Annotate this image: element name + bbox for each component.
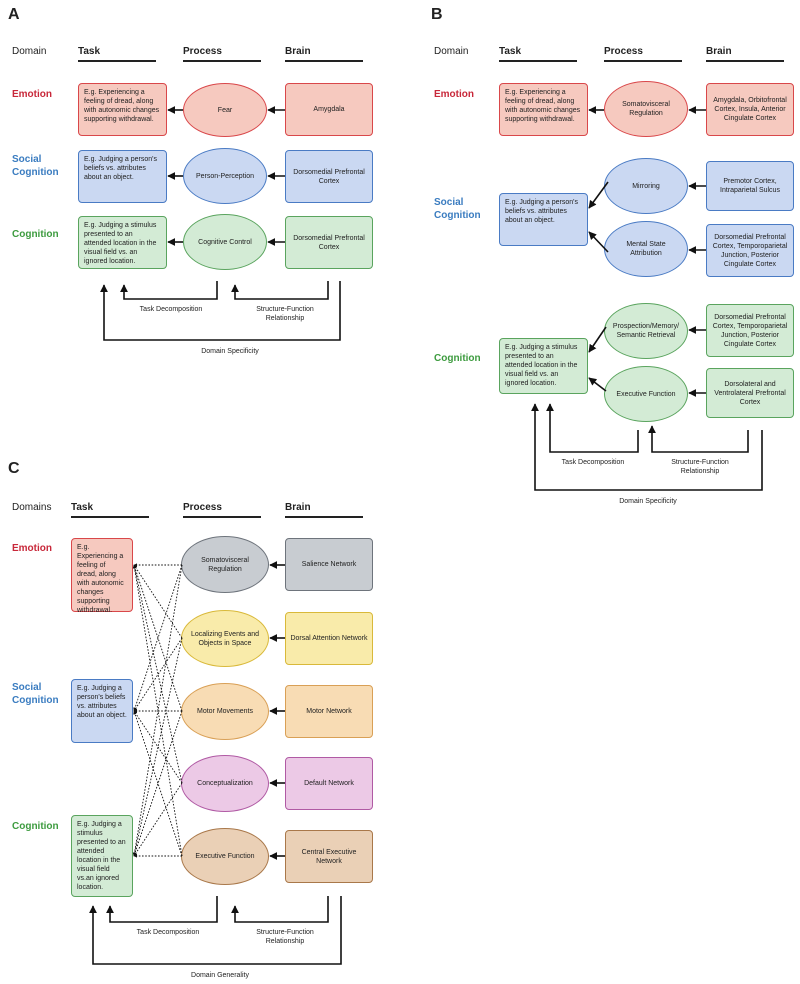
panel-a-brain-rule	[285, 60, 363, 62]
panel-a-brain-amygdala: Amygdala	[285, 83, 373, 136]
panel-c-brain-dorsal-attention: Dorsal Attention Network	[285, 612, 373, 665]
panel-a-domain-emotion: Emotion	[12, 89, 52, 100]
panel-c-header-task: Task	[71, 502, 94, 513]
panel-c-process-somatovisceral: Somatovisceral Regulation	[181, 536, 269, 593]
panel-b-domain-social: Social Cognition	[434, 197, 481, 221]
panel-b-task-social: E.g. Judging a person's beliefs vs. attr…	[499, 193, 588, 246]
panel-c-task-emotion: E.g. Experiencing a feeling of dread, al…	[71, 538, 133, 614]
panel-b-label-task-decomposition: Task Decomposition	[561, 459, 625, 466]
panel-b-brain-executive: Dorsolateral and Ventrolateral Prefronta…	[706, 368, 794, 418]
panel-a-letter: A	[8, 6, 20, 23]
panel-a-brain-dmpfc: Dorsomedial Prefrontal Cortex	[285, 150, 373, 203]
panel-c-process-executive: Executive Function	[181, 828, 269, 885]
panel-b-header-process: Process	[604, 46, 643, 57]
panel-a-task-rule	[78, 60, 156, 62]
panel-b-brain-mental-state: Dorsomedial Prefrontal Cortex, Temporopa…	[706, 224, 794, 277]
panel-b-process-prospection: Prospection/Memory/ Semantic Retrieval	[604, 303, 688, 359]
panel-b-letter: B	[431, 6, 443, 23]
panel-b-task-cognition: E.g. Judging a stimulus presented to an …	[499, 338, 588, 394]
panel-b-header-domain: Domain	[434, 46, 469, 57]
panel-c-process-rule	[183, 516, 261, 518]
panel-c-brain-default: Default Network	[285, 757, 373, 810]
panel-a-process-fear: Fear	[183, 83, 267, 137]
panel-c-process-motor: Motor Movements	[181, 683, 269, 740]
panel-a-domain-social: Social Cognition	[12, 154, 59, 178]
panel-c-label-structure-function: Structure-Function Relationship	[256, 929, 314, 945]
panel-a-process-cognitive-control: Cognitive Control	[183, 214, 267, 270]
panel-c-header-brain: Brain	[285, 502, 311, 513]
panel-a-task-emotion: E.g. Experiencing a feeling of dread, al…	[78, 83, 167, 136]
panel-c-brain-central-executive: Central Executive Network	[285, 830, 373, 883]
panel-c-task-social: E.g. Judging a person's beliefs vs. attr…	[71, 679, 133, 743]
panel-b-brain-mirroring: Premotor Cortex, Intraparietal Sulcus	[706, 161, 794, 211]
panel-a-brain-dmpfc-2: Dorsomedial Prefrontal Cortex	[285, 216, 373, 269]
panel-b-brain-rule	[706, 60, 784, 62]
panel-c-brain-motor: Motor Network	[285, 685, 373, 738]
panel-a-label-domain-specificity: Domain Specificity	[201, 348, 259, 355]
panel-a-header-task: Task	[78, 46, 101, 57]
panel-c-header-domain: Domains	[12, 502, 52, 513]
panel-c-dotted-links	[132, 563, 183, 858]
panel-b-label-structure-function: Structure-Function Relationship	[671, 459, 729, 475]
panel-b-brain-prospection: Dorsomedial Prefrontal Cortex, Temporopa…	[706, 304, 794, 357]
panel-a-label-task-decomposition: Task Decomposition	[139, 306, 203, 313]
panel-b-header-task: Task	[499, 46, 522, 57]
panel-c-label-domain-generality: Domain Generality	[191, 972, 249, 979]
panel-b-process-somatovisceral: Somatovisceral Regulation	[604, 81, 688, 137]
panel-c-domain-emotion: Emotion	[12, 543, 52, 554]
panel-c-task-rule	[71, 516, 149, 518]
panel-b-header-brain: Brain	[706, 46, 732, 57]
panel-a-loop-structure-function	[231, 281, 329, 300]
panel-a-loop-task-decomposition	[120, 281, 218, 300]
panel-a-header-process: Process	[183, 46, 222, 57]
panel-c-brain-rule	[285, 516, 363, 518]
panel-c-loop-structure-function	[231, 896, 329, 923]
panel-a-process-person-perception: Person-Perception	[183, 148, 267, 204]
panel-a-task-cognition: E.g. Judging a stimulus presented to an …	[78, 216, 167, 269]
panel-b-task-emotion: E.g. Experiencing a feeling of dread, al…	[499, 83, 588, 136]
panel-c-process-localizing: Localizing Events and Objects in Space	[181, 610, 269, 667]
panel-c-label-task-decomposition: Task Decomposition	[136, 929, 200, 936]
panel-a-header-brain: Brain	[285, 46, 311, 57]
panel-a-domain-cognition: Cognition	[12, 229, 59, 240]
panel-c-domain-cognition: Cognition	[12, 821, 59, 832]
panel-b-loop-structure-function	[648, 425, 749, 453]
panel-b-domain-cognition: Cognition	[434, 353, 481, 364]
panel-c-loop-task-decomposition	[106, 896, 218, 923]
panel-b-process-executive: Executive Function	[604, 366, 688, 422]
panel-b-process-rule	[604, 60, 682, 62]
panel-b-process-mental-state: Mental State Attribution	[604, 221, 688, 277]
panel-b-brain-emotion: Amygdala, Orbitofrontal Cortex, Insula, …	[706, 83, 794, 136]
panel-c-brain-salience: Salience Network	[285, 538, 373, 591]
panel-a-label-structure-function: Structure-Function Relationship	[256, 306, 314, 322]
panel-b-process-mirroring: Mirroring	[604, 158, 688, 214]
panel-c-process-conceptualization: Conceptualization	[181, 755, 269, 812]
panel-b-task-rule	[499, 60, 577, 62]
panel-c-domain-social: Social Cognition	[12, 682, 59, 706]
panel-c-task-cognition: E.g. Judging a stimulus presented to an …	[71, 815, 133, 897]
panel-c-letter: C	[8, 460, 20, 477]
panel-a-header-domain: Domain	[12, 46, 47, 57]
panel-b-label-domain-specificity: Domain Specificity	[619, 498, 677, 505]
panel-a-process-rule	[183, 60, 261, 62]
panel-b-domain-emotion: Emotion	[434, 89, 474, 100]
panel-a-task-social: E.g. Judging a person's beliefs vs. attr…	[78, 150, 167, 203]
panel-c-header-process: Process	[183, 502, 222, 513]
